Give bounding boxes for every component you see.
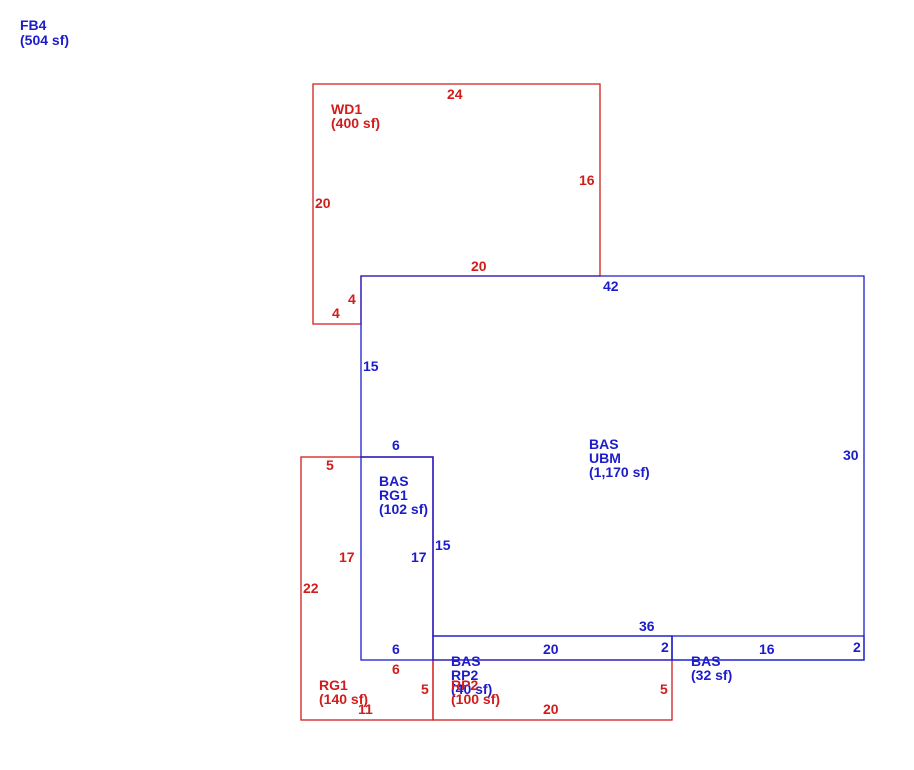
summary-area: (504 sf) [20, 32, 69, 48]
rp2-dim-bottom: 20 [543, 701, 559, 717]
rg1-dim-inner: 17 [339, 549, 355, 565]
rg1-dim-step: 6 [392, 661, 400, 677]
wd1-dim-top: 24 [447, 86, 463, 102]
rg1-bas-dim-bottom: 6 [392, 641, 400, 657]
rg1-bas-code-2: RG1 [379, 487, 408, 503]
rp2-code: RP2 [451, 677, 478, 693]
bas-small-dim-top: 16 [759, 641, 775, 657]
wd1-area: (400 sf) [331, 115, 380, 131]
rp2-bas-code-1: BAS [451, 653, 481, 669]
rg1-bas-dim-top: 6 [392, 437, 400, 453]
wd1-dim-bottom: 20 [471, 258, 487, 274]
wd1-dim-step-horizontal: 4 [332, 305, 340, 321]
ubm-dim-right: 30 [843, 447, 859, 463]
rp2-bas-area: (40 sf) [451, 681, 492, 697]
rp2-bas-code-2: RP2 [451, 667, 478, 683]
bas-small-outline [671, 635, 865, 661]
wd1-dim-step-vertical: 4 [348, 291, 356, 307]
ubm-area: (1,170 sf) [589, 464, 650, 480]
rg1-area: (140 sf) [319, 691, 368, 707]
bas-small-dim-right: 2 [853, 639, 861, 655]
summary-code: FB4 [20, 17, 47, 33]
rg1-bas-outline [360, 456, 434, 661]
rp2-area: (100 sf) [451, 691, 500, 707]
bas-small-area: (32 sf) [691, 667, 732, 683]
rg1-bas-dim-inner: 17 [411, 549, 427, 565]
rg1-bas-area: (102 sf) [379, 501, 428, 517]
rg1-dim-bottom: 11 [358, 701, 373, 717]
ubm-dim-left: 15 [363, 358, 379, 374]
bas-small-code: BAS [691, 653, 721, 669]
rg1-dim-top: 5 [326, 457, 334, 473]
rg1-bas-dim-right: 15 [435, 537, 451, 553]
rp2-bas-dim-right: 2 [661, 639, 669, 655]
rg1-bas-code-1: BAS [379, 473, 409, 489]
ubm-dim-top: 42 [603, 278, 619, 294]
wd1-dim-left: 20 [315, 195, 331, 211]
rp2-bas-dim-top: 20 [543, 641, 559, 657]
ubm-code-1: BAS [589, 436, 619, 452]
rg1-dim-left: 22 [303, 580, 319, 596]
wd1-code: WD1 [331, 101, 362, 117]
rg1-code: RG1 [319, 677, 348, 693]
rg1-dim-step-vertical: 5 [421, 681, 429, 697]
ubm-dim-inner: 36 [639, 618, 655, 634]
wd1-dim-right: 16 [579, 172, 595, 188]
ubm-code-2: UBM [589, 450, 621, 466]
rp2-dim-right: 5 [660, 681, 668, 697]
